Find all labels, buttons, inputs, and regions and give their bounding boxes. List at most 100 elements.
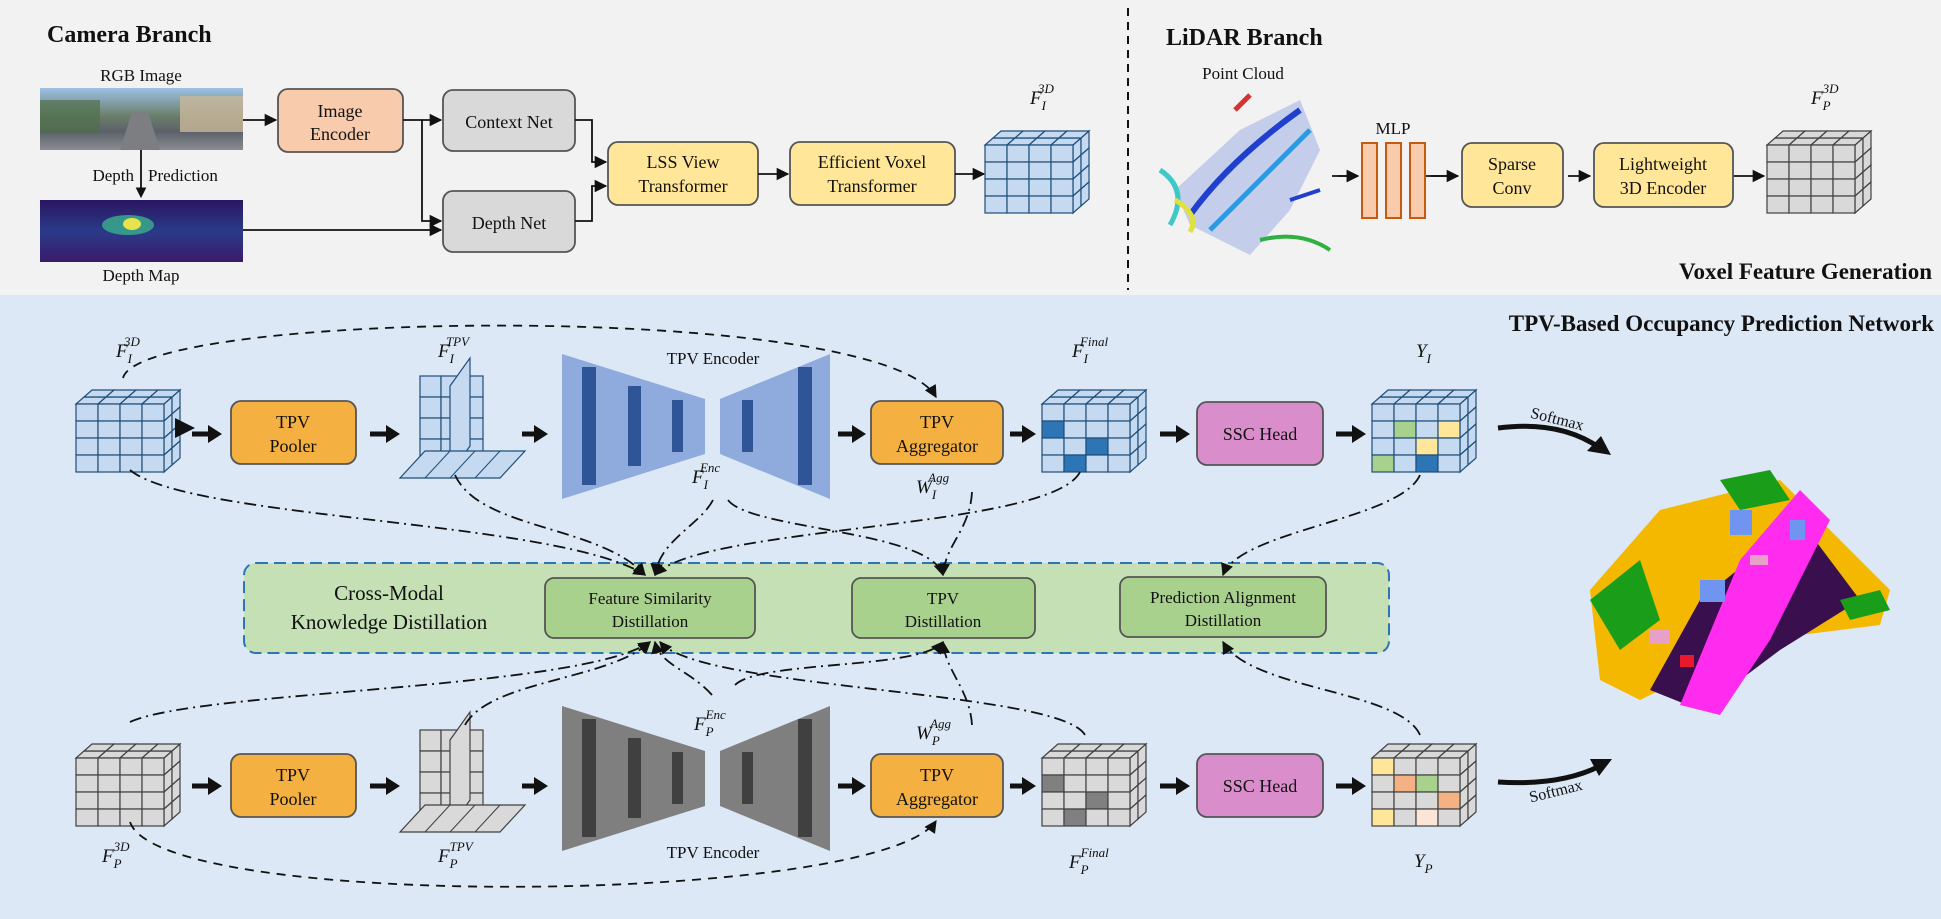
distillation-title-line2: Knowledge Distillation (291, 610, 488, 634)
lidar-final-feature-label: FPFinal (1068, 845, 1109, 877)
lidar-tpv-planes (398, 710, 527, 833)
svg-text:Aggregator: Aggregator (896, 789, 978, 809)
lidar-3d-feature-label: FP3D (101, 839, 130, 871)
image-agg-weight-label: WIAgg (916, 470, 950, 502)
rgb-image-label: RGB Image (100, 66, 182, 85)
svg-text:Feature Similarity: Feature Similarity (588, 589, 712, 608)
lidar-voxel-feature-cube (1765, 129, 1873, 215)
depth-map-image (40, 200, 243, 262)
lidar-tpv-pooler-box: TPV Pooler (230, 753, 357, 818)
feature-similarity-distillation-box: Feature Similarity Distillation (544, 577, 756, 639)
tpv-distillation-box: TPV Distillation (851, 577, 1036, 639)
svg-text:FP3D: FP3D (1810, 81, 1839, 113)
point-cloud-image (1158, 93, 1332, 255)
image-enc-feature-label: FIEnc (691, 460, 720, 492)
svg-text:Distillation: Distillation (612, 612, 689, 631)
lidar-voxel-feature-label: FP3D (1810, 81, 1839, 113)
svg-text:Depth Net: Depth Net (472, 213, 546, 233)
depth-label: Depth (92, 166, 134, 185)
lidar-3d-feature-cube (74, 742, 182, 828)
image-voxel-feature-cube (983, 129, 1091, 215)
skip-connections (122, 324, 937, 888)
lidar-agg-weight-label: WPAgg (916, 716, 952, 748)
image-encoder-box: Image Encoder (277, 88, 404, 153)
svg-text:TPV: TPV (920, 765, 954, 785)
lidar-tpv-aggregator-box: TPV Aggregator (870, 753, 1004, 818)
svg-text:Prediction Alignment: Prediction Alignment (1150, 588, 1296, 607)
svg-text:Transformer: Transformer (638, 176, 727, 196)
svg-text:Transformer: Transformer (827, 176, 916, 196)
svg-text:Aggregator: Aggregator (896, 436, 978, 456)
sparse-conv-box: Sparse Conv (1461, 142, 1564, 208)
svg-text:Pooler: Pooler (270, 436, 317, 456)
svg-text:Lightweight: Lightweight (1619, 154, 1707, 174)
prediction-label: Prediction (148, 166, 218, 185)
lidar-softmax-arrow (1497, 763, 1602, 786)
lidar-branch-title: LiDAR Branch (1166, 25, 1323, 51)
image-prediction-cube (1370, 388, 1478, 474)
svg-text:SSC Head: SSC Head (1223, 776, 1298, 796)
tpv-network-title: TPV-Based Occupancy Prediction Network (1509, 311, 1934, 336)
distillation-connections (129, 469, 1421, 736)
image-tpv-feature-label: FITPV (437, 334, 471, 366)
lidar-tpv-encoder (562, 706, 830, 851)
svg-text:TPV: TPV (276, 412, 310, 432)
camera-branch-title: Camera Branch (47, 22, 212, 48)
mlp-label: MLP (1376, 119, 1411, 138)
svg-text:FIFinal: FIFinal (1071, 334, 1109, 366)
svg-text:FI3D: FI3D (1029, 81, 1054, 113)
svg-text:YI: YI (1416, 341, 1432, 366)
svg-text:YP: YP (1414, 851, 1433, 876)
context-net-box: Context Net (442, 89, 576, 152)
image-softmax-arrow (1497, 423, 1602, 451)
rgb-image (40, 88, 243, 150)
svg-text:Distillation: Distillation (905, 612, 982, 631)
lightweight-3d-encoder-box: Lightweight 3D Encoder (1593, 142, 1734, 208)
mlp-layers (1361, 142, 1426, 219)
svg-text:Distillation: Distillation (1185, 611, 1262, 630)
image-final-feature-label: FIFinal (1071, 334, 1109, 366)
image-final-feature-cube (1040, 388, 1148, 474)
svg-text:Context Net: Context Net (465, 112, 553, 132)
lidar-tpv-feature-label: FPTPV (437, 839, 475, 871)
svg-text:Image: Image (318, 101, 363, 121)
svg-text:Pooler: Pooler (270, 789, 317, 809)
image-stream-arrows (175, 418, 195, 438)
lss-view-transformer-box: LSS View Transformer (607, 141, 759, 206)
svg-text:Conv: Conv (1492, 178, 1531, 198)
image-tpv-encoder (562, 354, 830, 499)
point-cloud-label: Point Cloud (1202, 64, 1284, 83)
image-tpv-encoder-label: TPV Encoder (667, 349, 760, 368)
svg-text:Efficient Voxel: Efficient Voxel (818, 152, 926, 172)
lidar-final-feature-cube (1040, 742, 1148, 828)
image-tpv-planes (398, 356, 527, 479)
svg-text:SSC Head: SSC Head (1223, 424, 1298, 444)
image-prediction-label: YI (1416, 341, 1432, 366)
depth-net-box: Depth Net (442, 190, 576, 253)
image-ssc-head-box: SSC Head (1196, 401, 1324, 466)
svg-text:Encoder: Encoder (310, 124, 370, 144)
image-3d-feature-cube (74, 388, 182, 474)
svg-text:FPFinal: FPFinal (1068, 845, 1109, 877)
svg-text:WPAgg: WPAgg (916, 716, 952, 748)
lidar-ssc-head-box: SSC Head (1196, 753, 1324, 818)
depth-map-label: Depth Map (103, 266, 180, 285)
prediction-alignment-distillation-box: Prediction Alignment Distillation (1119, 576, 1327, 638)
image-tpv-aggregator-box: TPV Aggregator (870, 400, 1004, 465)
distillation-title-line1: Cross-Modal (334, 581, 444, 605)
image-3d-feature-label: FI3D (115, 334, 140, 366)
svg-text:FITPV: FITPV (437, 334, 471, 366)
svg-text:3D Encoder: 3D Encoder (1620, 178, 1706, 198)
svg-text:TPV: TPV (927, 589, 960, 608)
voxel-feature-generation-title: Voxel Feature Generation (1679, 259, 1932, 284)
svg-text:FIEnc: FIEnc (691, 460, 720, 492)
svg-text:FPTPV: FPTPV (437, 839, 475, 871)
svg-text:TPV: TPV (276, 765, 310, 785)
svg-text:FI3D: FI3D (115, 334, 140, 366)
occupancy-prediction-scene (1590, 470, 1890, 715)
svg-text:WIAgg: WIAgg (916, 470, 950, 502)
svg-text:Sparse: Sparse (1488, 154, 1536, 174)
lidar-prediction-cube (1370, 742, 1478, 828)
svg-text:FP3D: FP3D (101, 839, 130, 871)
